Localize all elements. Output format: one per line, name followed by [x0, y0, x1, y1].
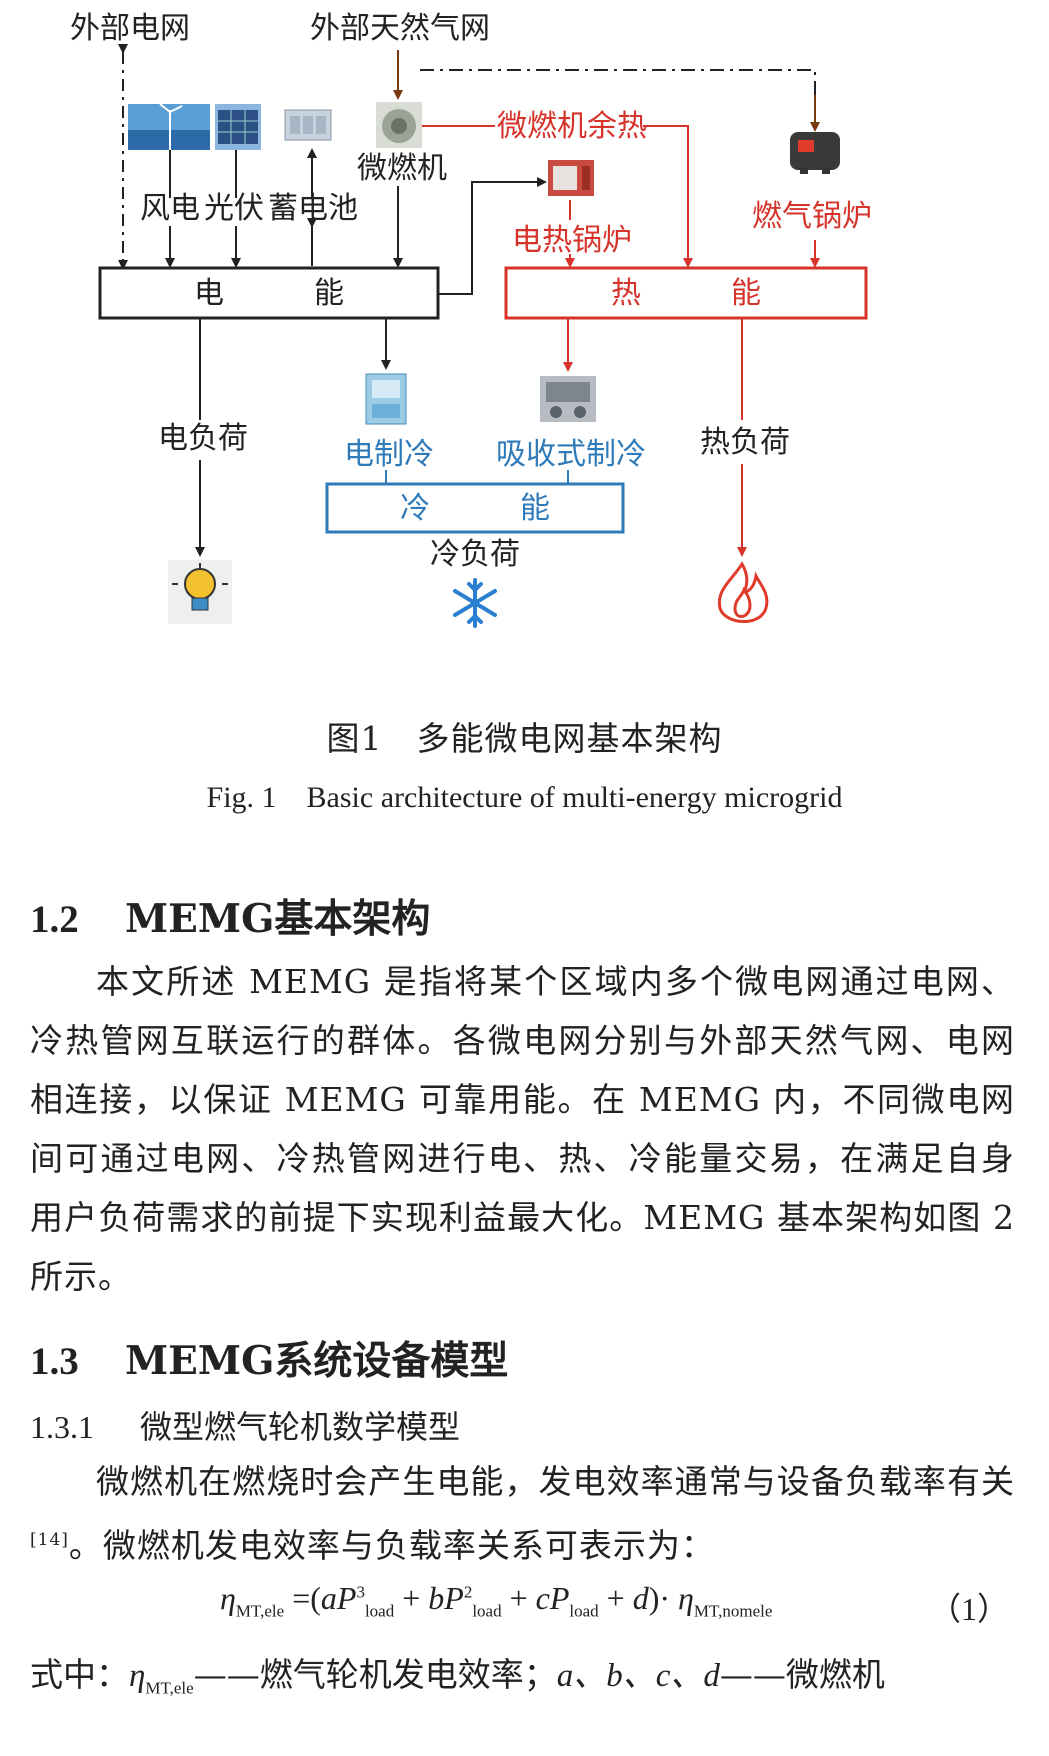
heat-energy-label: 热 能: [611, 276, 761, 311]
electric-chiller-label: 电制冷: [344, 437, 434, 472]
section-1-2-paragraph: 本文所述 MEMG 是指将某个区域内多个微电网通过电网、冷热管网互联运行的群体。…: [30, 962, 1015, 1296]
flame-icon: [717, 561, 769, 623]
snowflake-icon: [453, 578, 497, 628]
electric-energy-box: [98, 266, 440, 320]
cold-energy-label: 冷 能: [400, 491, 550, 526]
wind-turbine-icon: [128, 103, 210, 150]
paragraph-text: 微燃机在燃烧时会产生电能，发电效率通常与设备负载率有关: [96, 1462, 1015, 1501]
paragraph-text: 。微燃机发电效率与负载率关系可表示为：: [68, 1526, 715, 1565]
pv-label: 光伏: [204, 191, 264, 226]
mt-waste-heat-label: 微燃机余热: [497, 109, 647, 144]
waste-heat-arrow: [643, 125, 693, 268]
light-bulb-icon: [168, 560, 232, 624]
subsection-title: 微型燃气轮机数学模型: [140, 1408, 461, 1446]
figure-caption-en: Fig. 1 Basic architecture of multi-energ…: [206, 781, 843, 814]
cold-energy-box: [325, 482, 625, 534]
section-1-3-1-paragraph: 微燃机在燃烧时会产生电能，发电效率通常与设备负载率有关 [14]。微燃机发电效率与…: [30, 1452, 1015, 1575]
equation-1: ηMT,ele =(aP3load + bP2load + cPload + d…: [220, 1580, 773, 1621]
section-title: MEMG系统设备模型: [125, 1338, 509, 1384]
architecture-diagram: 外部电网 外部天然气网 微燃机 微燃机余热: [70, 11, 872, 628]
section-1-3-heading: 1.3 MEMG系统设备模型: [30, 1330, 508, 1386]
gas-boiler-label: 燃气锅炉: [752, 199, 872, 234]
citation: [14]: [30, 1530, 69, 1550]
section-1-3-1-heading: 1.3.1 微型燃气轮机数学模型: [30, 1402, 460, 1448]
electric-boiler-icon: [548, 160, 594, 196]
electric-to-boiler-arrow: [438, 177, 547, 295]
electric-load-label: 电负荷: [158, 421, 248, 456]
battery-icon: [284, 109, 332, 141]
microturbine-icon: [376, 102, 422, 148]
electric-chiller-icon: [365, 373, 407, 425]
equation-number: （1）: [928, 1591, 1009, 1627]
microturbine-label: 微燃机: [357, 151, 447, 186]
subsection-number: 1.3.1: [30, 1409, 94, 1445]
gas-boiler-icon: [790, 132, 840, 174]
external-grid-label: 外部电网: [70, 11, 190, 46]
electric-energy-label: 电 能: [194, 276, 344, 311]
section-title: MEMG基本架构: [125, 896, 431, 942]
section-1-2-heading: 1.2 MEMG基本架构: [30, 888, 430, 944]
section-number: 1.2: [30, 898, 79, 941]
cold-load-label: 冷负荷: [430, 537, 520, 572]
section-number: 1.3: [30, 1340, 79, 1383]
external-gas-label: 外部天然气网: [310, 11, 490, 46]
absorption-chiller-label: 吸收式制冷: [496, 437, 646, 472]
absorption-chiller-icon: [540, 376, 596, 422]
electric-boiler-label: 电热锅炉: [512, 223, 632, 258]
where-line: 式中：ηMT,ele——燃气轮机发电效率；a、b、c、d——微燃机: [30, 1655, 885, 1698]
figure-caption-cn: 图1 多能微电网基本架构: [326, 719, 723, 758]
heat-load-label: 热负荷: [700, 425, 790, 460]
solar-panel-icon: [215, 104, 261, 150]
heat-energy-box: [504, 266, 868, 320]
